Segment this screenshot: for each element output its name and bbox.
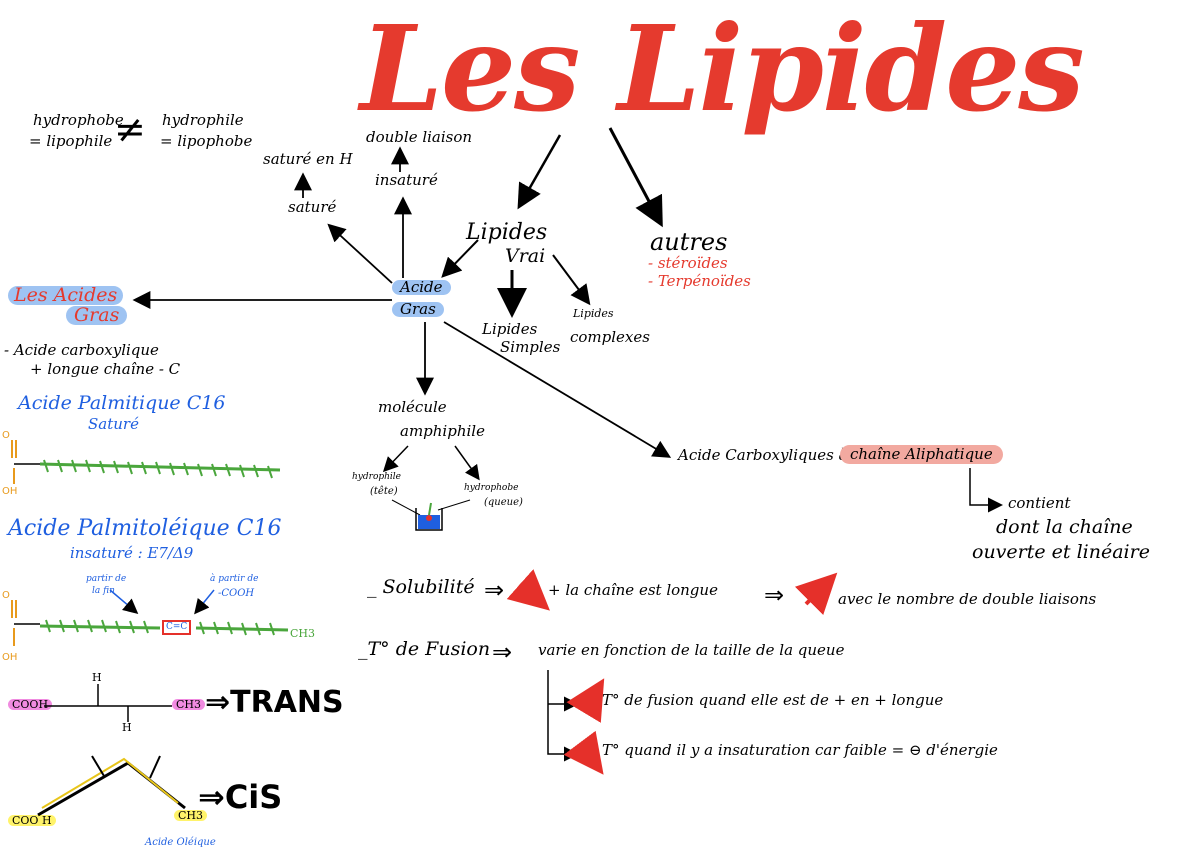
fusion-label: _T° de Fusion <box>358 638 491 660</box>
trans-structure <box>44 684 172 722</box>
ch3-end-label: CH3 <box>290 627 316 640</box>
cis-cooh-label: COO H <box>8 815 56 826</box>
hydrophile-tete-label: hydrophile <box>352 472 402 482</box>
lipides-vrai-label: Lipides <box>466 220 548 245</box>
fusion-arrows: ⇒ <box>492 638 605 775</box>
arrow-acide-gras-to-sature <box>327 223 393 284</box>
acide-palmitoleique-label: Acide Palmitoléique C16 <box>8 516 282 541</box>
autres-label: autres <box>650 228 728 256</box>
lipophobe-label: = lipophobe <box>160 132 253 150</box>
def-longue-chaine: + longue chaîne - C <box>30 360 181 378</box>
fusion-item2: T° quand il y a insaturation car faible … <box>602 741 998 759</box>
fusion-item1: T° de fusion quand elle est de + en + lo… <box>602 691 944 709</box>
arrow-title-to-lipides-vrai <box>517 134 562 210</box>
lipophile-label: = lipophile <box>29 132 113 150</box>
not-equal-sign: ≠ <box>114 107 146 151</box>
tete-label: (tête) <box>370 486 398 497</box>
cis-word: ⇒CiS <box>198 778 283 816</box>
trans-cooh-label: COOH <box>8 699 53 710</box>
steroides-label: - stéroïdes <box>648 254 728 272</box>
page-title: Les Lipides <box>360 0 1085 138</box>
beaker-water <box>418 515 440 529</box>
trans-h-bottom: H <box>122 721 132 734</box>
acide-palmitique-label: Acide Palmitique C16 <box>18 392 226 414</box>
note-partir-cooh-2: -COOH <box>218 588 255 599</box>
arrow-molecule-to-hydrophile <box>382 445 409 473</box>
svg-text:OH: OH <box>2 652 17 663</box>
solubilite-mid: + la chaîne est longue <box>548 581 718 599</box>
note-partir-fin-2: la fin <box>92 586 115 596</box>
palmitique-sature: Saturé <box>88 415 139 433</box>
svg-text:OH: OH <box>2 486 17 497</box>
cis-ch3-label: CH3 <box>174 810 208 821</box>
svg-text:⇒: ⇒ <box>492 638 512 666</box>
palmitoleique-insature: insaturé : Ε7/Δ9 <box>70 544 194 562</box>
simples-label: Simples <box>500 338 561 356</box>
trans-ch3-label: CH3 <box>172 699 206 710</box>
insature-label: insaturé <box>375 171 438 189</box>
terpenoides-label: - Terpénoïdes <box>648 272 751 290</box>
trans-h-top: H <box>92 671 102 684</box>
svg-text:⇒: ⇒ <box>764 581 784 609</box>
vrai-label: Vrai <box>505 245 546 267</box>
trans-word: ⇒TRANS <box>205 685 344 720</box>
beaker-outline <box>415 508 443 531</box>
solubilite-label: _ Solubilité <box>367 576 475 598</box>
lipides-simples-label: Lipides <box>482 320 538 338</box>
lipides-complexes-label: Lipides <box>573 307 614 320</box>
contient-label: contient <box>1008 494 1071 512</box>
svg-text:O: O <box>2 430 10 441</box>
hydrophobe-queue-label: hydrophobe <box>464 483 519 493</box>
aliphatique-prefix: Acide Carboxyliques à <box>678 446 848 464</box>
arrow-vrai-to-complexes <box>552 254 591 306</box>
cc-double-bond-label: C=C <box>162 620 192 635</box>
beaker-tail <box>428 502 432 516</box>
les-acides-heading: Les Acides <box>8 286 124 305</box>
chaine-aliphatique-highlight: chaîne Aliphatique <box>840 445 1003 464</box>
note-partir-fin-1: partir de <box>86 574 127 584</box>
amphiphile-label: amphiphile <box>400 422 485 440</box>
beaker-head <box>426 515 432 521</box>
solubilite-arrows: ⇒ ⇒ <box>484 569 838 616</box>
arrow-title-to-autres <box>608 127 663 228</box>
svg-text:⇒: ⇒ <box>484 576 504 604</box>
arrow-acide-gras-to-aliphatique <box>443 321 672 458</box>
aliphatique-connector <box>969 468 1003 513</box>
gras-heading: Gras <box>66 306 128 325</box>
double-liaison-label: double liaison <box>366 128 473 146</box>
queue-label: (queue) <box>484 497 523 508</box>
sature-en-h-label: saturé en H <box>263 150 353 168</box>
arrow-vrai-to-acide-gras <box>441 239 479 278</box>
line-hydrophobe-to-beaker <box>437 499 471 511</box>
acide-gras-node-line2: Gras <box>392 302 444 317</box>
sature-label: saturé <box>288 198 337 216</box>
dont-la-chaine-label: dont la chaîne <box>996 516 1133 538</box>
hydrophile-label: hydrophile <box>162 111 244 129</box>
solubilite-end: avec le nombre de double liaisons <box>838 590 1097 608</box>
fusion-text: varie en fonction de la taille de la que… <box>538 641 845 659</box>
arrow-molecule-to-hydrophobe <box>454 445 480 481</box>
def-acide-carboxylique: - Acide carboxylique <box>4 341 159 359</box>
cis-structure <box>37 755 186 817</box>
acide-gras-node-line1: Acide <box>392 280 451 295</box>
footer-oleique: Acide Oléique <box>145 837 216 848</box>
palmitoleique-structure: O OH <box>2 589 289 663</box>
note-partir-cooh-1: à partir de <box>210 574 259 584</box>
palmitique-structure: O OH <box>2 430 281 497</box>
ouverte-lineaire-label: ouverte et linéaire <box>972 541 1150 563</box>
complexes-label: complexes <box>570 328 650 346</box>
svg-text:O: O <box>2 590 10 601</box>
molecule-label: molécule <box>378 398 447 416</box>
hydrophobe-label: hydrophobe <box>33 111 124 129</box>
